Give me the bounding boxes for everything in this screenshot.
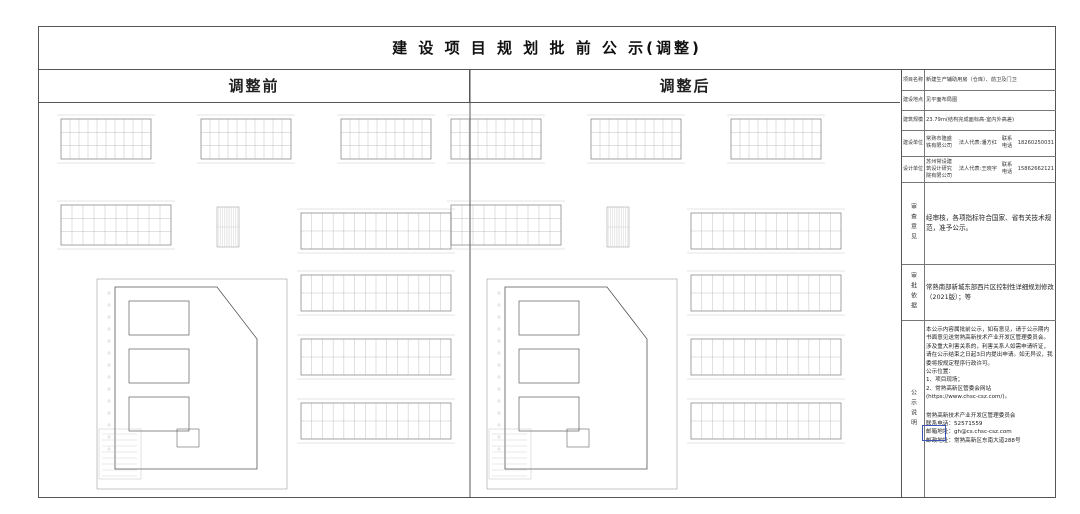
before-section <box>216 206 240 248</box>
builder-row: 建设单位 常熟市隆盛铁有限公司 法人代表:潘方红 联系电话 1826025003… <box>902 130 1056 157</box>
before-long-plan-3 <box>297 334 455 380</box>
before-floor-plan-1 <box>57 114 155 164</box>
info-table: 项目名称 新建生产辅助用房（仓库）、前卫及门卫 建设地点 见平面布局图 建筑规模… <box>901 70 1056 497</box>
review-label: 审查意见 <box>902 182 925 264</box>
after-long-plan-2 <box>687 270 845 316</box>
builder-phone: 18260250031 <box>1017 139 1055 146</box>
builder-phone-label: 联系电话 <box>1001 136 1013 149</box>
before-floor-plan-2 <box>197 114 295 164</box>
before-site-plan <box>96 278 288 490</box>
basis-label: 审批依据 <box>902 264 925 320</box>
builder-values: 常熟市隆盛铁有限公司 法人代表:潘方红 联系电话 18260250031 <box>926 130 1054 156</box>
org-name: 常熟高新技术产业开发区管理委员会 <box>926 412 1016 419</box>
position-2: 2、常熟高新区管委会网站 <box>926 385 992 392</box>
after-floor-plan-1 <box>447 114 545 164</box>
review-row: 审查意见 经审核，各项指标符合国家、省有关技术规范，准予公示。 <box>902 182 1056 265</box>
after-label: 调整后 <box>470 70 900 103</box>
drawings-svg <box>57 70 845 497</box>
after-drawings <box>447 114 845 490</box>
site-row: 建设地点 见平面布局图 <box>902 90 1056 111</box>
after-long-plan-4 <box>687 398 845 444</box>
before-long-plan-1 <box>297 208 455 254</box>
review-text: 经审核，各项指标符合国家、省有关技术规范，准予公示。 <box>926 214 1052 232</box>
notice-label: 公示说明 <box>902 320 925 497</box>
scale-value: 23.79m(结构完成面标高-室内外高差) <box>926 116 1015 123</box>
designer-phone-label: 联系电话 <box>1001 162 1013 175</box>
site-value: 见平面布局图 <box>926 96 958 103</box>
notice-row: 公示说明 本公示内容属批前公示，如有意见，请于公示期内书面意见送常熟高新技术产业… <box>902 320 1056 497</box>
before-long-plan-4 <box>297 398 455 444</box>
before-long-plan-2 <box>297 270 455 316</box>
designer-name: 苏州常设建筑设计研究院有限公司 <box>926 158 952 179</box>
basis-text: 常熟南部新城东部西片区控制性详细规划修改（2021版）；等 <box>926 283 1054 301</box>
position-1: 1、项目现场； <box>926 377 964 384</box>
page-title: 建 设 项 目 规 划 批 前 公 示(调整) <box>39 27 1055 70</box>
designer-phone: 15862662121 <box>1017 165 1055 172</box>
website-link[interactable]: (https://www.chsc-csz.com/)。 <box>926 394 1011 401</box>
designer-row: 设计单位 苏州常设建筑设计研究院有限公司 法人代表:王晓宇 联系电话 15862… <box>902 156 1056 183</box>
notice-text: 本公示内容属批前公示，如有意见，请于公示期内书面意见送常熟高新技术产业开发区管理… <box>926 327 1053 367</box>
notice-body: 本公示内容属批前公示，如有意见，请于公示期内书面意见送常熟高新技术产业开发区管理… <box>926 320 1054 503</box>
before-floor-plan-4 <box>57 200 175 250</box>
builder-name: 常熟市隆盛铁有限公司 <box>926 136 952 149</box>
contact-address: 邮政地址：常熟高新区东南大道288号 <box>926 437 1021 444</box>
contact-phone: 联系电话：52571559 <box>926 421 983 428</box>
before-floor-plan-3 <box>337 114 435 164</box>
before-drawings <box>57 114 455 490</box>
builder-label: 建设单位 <box>902 130 925 156</box>
project-name-value: 新建生产辅助用房（仓库）、前卫及门卫 <box>926 76 1017 83</box>
project-name-label: 项目名称 <box>902 70 925 90</box>
scale-label: 建筑规模 <box>902 110 925 130</box>
contact-email: 邮箱地址：gh@cs.chsc-csz.com <box>926 429 1012 436</box>
notice-board: 建 设 项 目 规 划 批 前 公 示(调整) 调整前 调整后 项目名称 新建生… <box>38 26 1056 498</box>
designer-label: 设计单位 <box>902 156 925 182</box>
designer-rep: 法人代表:王晓宇 <box>958 165 997 172</box>
basis-row: 审批依据 常熟南部新城东部西片区控制性详细规划修改（2021版）；等 <box>902 264 1056 321</box>
after-section <box>606 206 630 248</box>
after-floor-plan-4 <box>447 200 565 250</box>
site-label: 建设地点 <box>902 90 925 110</box>
after-site-plan <box>486 278 678 490</box>
after-long-plan-3 <box>687 334 845 380</box>
after-floor-plan-3 <box>727 114 825 164</box>
designer-values: 苏州常设建筑设计研究院有限公司 法人代表:王晓宇 联系电话 1586266212… <box>926 156 1054 182</box>
positions-title: 公示位置： <box>926 369 954 376</box>
after-long-plan-1 <box>687 208 845 254</box>
after-floor-plan-2 <box>587 114 685 164</box>
builder-rep: 法人代表:潘方红 <box>958 139 997 146</box>
project-name-row: 项目名称 新建生产辅助用房（仓库）、前卫及门卫 <box>902 70 1056 91</box>
scale-row: 建筑规模 23.79m(结构完成面标高-室内外高差) <box>902 110 1056 131</box>
approval-stamp <box>922 425 946 441</box>
